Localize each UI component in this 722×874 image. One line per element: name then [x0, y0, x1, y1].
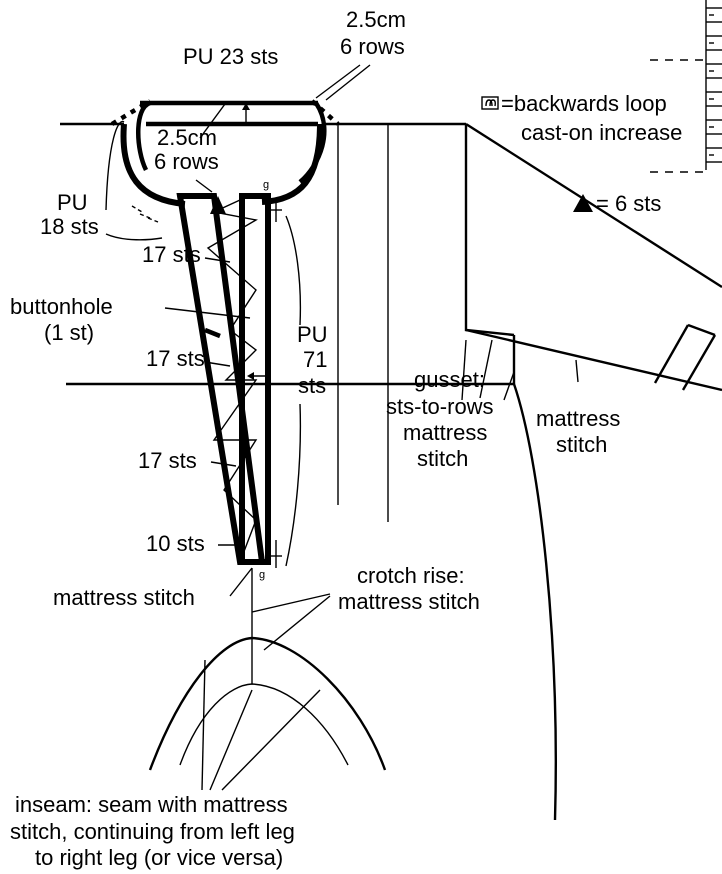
stitch-marker-bottom: g: [259, 569, 265, 581]
crotch-rise-label-1: crotch rise:: [357, 563, 465, 588]
inseam-label-2: stitch, continuing from left leg: [10, 819, 295, 844]
pu71-label-3: sts: [298, 373, 326, 398]
inseam-label-1: inseam: seam with mattress: [15, 792, 288, 817]
gusset-label-1: gusset:: [414, 367, 485, 392]
sts10-label: 10 sts: [146, 531, 205, 556]
legend-loop-text-2: cast-on increase: [521, 120, 682, 145]
mattress-bottom-label: mattress stitch: [53, 585, 195, 610]
pu18-label-2: 18 sts: [40, 214, 99, 239]
sleeve-mattress-label-1: mattress: [536, 406, 620, 431]
labels: PU 23 sts 2.5cm 6 rows 2.5cm 6 rows PU 1…: [10, 7, 620, 870]
leg-arch: [148, 568, 387, 771]
pu18-label-1: PU: [57, 190, 88, 215]
body-outline: [60, 122, 722, 821]
sts17-label-c: 17 sts: [138, 448, 197, 473]
sts17-label-a: 17 sts: [142, 242, 201, 267]
neckband: [110, 99, 340, 207]
buttonhole-label-2: (1 st): [44, 320, 94, 345]
stitch-marker-top: g: [263, 179, 269, 191]
pu71-label-2: 71: [303, 347, 327, 372]
leader-lines: [105, 64, 579, 791]
gusset-label-2: sts-to-rows: [386, 394, 494, 419]
triangle-icon: [573, 194, 593, 212]
crotch-rise-label-2: mattress stitch: [338, 589, 480, 614]
band-triangle-icon: [210, 196, 226, 214]
button-bands: g g: [176, 179, 282, 581]
gusset-label-4: stitch: [417, 446, 468, 471]
backwards-loop-icon: [481, 96, 499, 110]
pu-top-label: PU 23 sts: [183, 44, 278, 69]
gusset-label-3: mattress: [403, 420, 487, 445]
legend-triangle-text: = 6 sts: [596, 191, 661, 216]
band-width-inner-2: 6 rows: [154, 149, 219, 174]
chart-grid-fragment: [650, 0, 722, 173]
legend-backwards-loop: =backwards loop cast-on increase: [481, 91, 682, 145]
sleeve-mattress-label-2: stitch: [556, 432, 607, 457]
inseam-label-3: to right leg (or vice versa): [35, 845, 283, 870]
sts17-label-b: 17 sts: [146, 346, 205, 371]
band-width-outer-1: 2.5cm: [346, 7, 406, 32]
buttonhole-label-1: buttonhole: [10, 294, 113, 319]
legend-triangle: = 6 sts: [573, 191, 661, 216]
band-width-inner-1: 2.5cm: [157, 125, 217, 150]
band-width-outer-2: 6 rows: [340, 34, 405, 59]
pu71-label-1: PU: [297, 322, 328, 347]
legend-loop-text-1: =backwards loop: [501, 91, 667, 116]
